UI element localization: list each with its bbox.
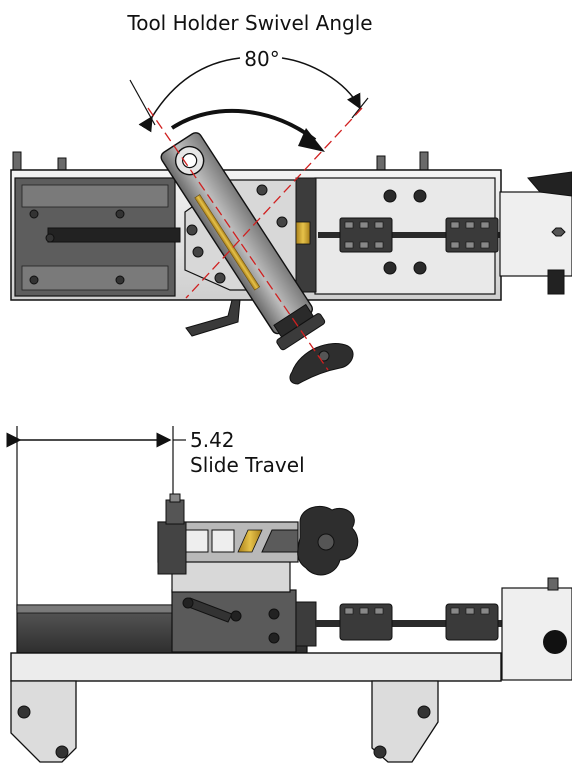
top-view: Tool Holder Swivel Angle 80° [10, 11, 572, 385]
turret-lock-lever [185, 299, 241, 337]
leg-bolts [17, 705, 431, 759]
side-frame-bar [10, 652, 502, 682]
swivel-centerlines [147, 107, 363, 371]
rotation-arrow [170, 108, 317, 142]
hex-nut-icon [551, 227, 566, 237]
swivel-angle-title: Tool Holder Swivel Angle [126, 11, 372, 35]
side-turret-cylinder [171, 559, 291, 593]
slide-travel-caption: Slide Travel [190, 453, 305, 477]
slide-block-screws [29, 209, 125, 285]
top-lead-screw [318, 232, 518, 238]
arm-knob [289, 343, 354, 385]
side-view: 5.42 Slide Travel [6, 426, 572, 763]
side-lead-screw [316, 620, 506, 627]
side-legs [10, 680, 439, 763]
side-tool-post [157, 521, 299, 575]
slide-travel-value: 5.42 [190, 428, 235, 452]
top-handwheel-knob [527, 171, 572, 197]
rotation-arrowhead [298, 128, 325, 152]
carriage-screws [383, 189, 427, 275]
angle-value-label: 80° [244, 47, 279, 71]
side-end-bolt [543, 630, 567, 654]
clamp-bolt [165, 493, 185, 525]
angle-dimension: 80° [129, 47, 369, 133]
